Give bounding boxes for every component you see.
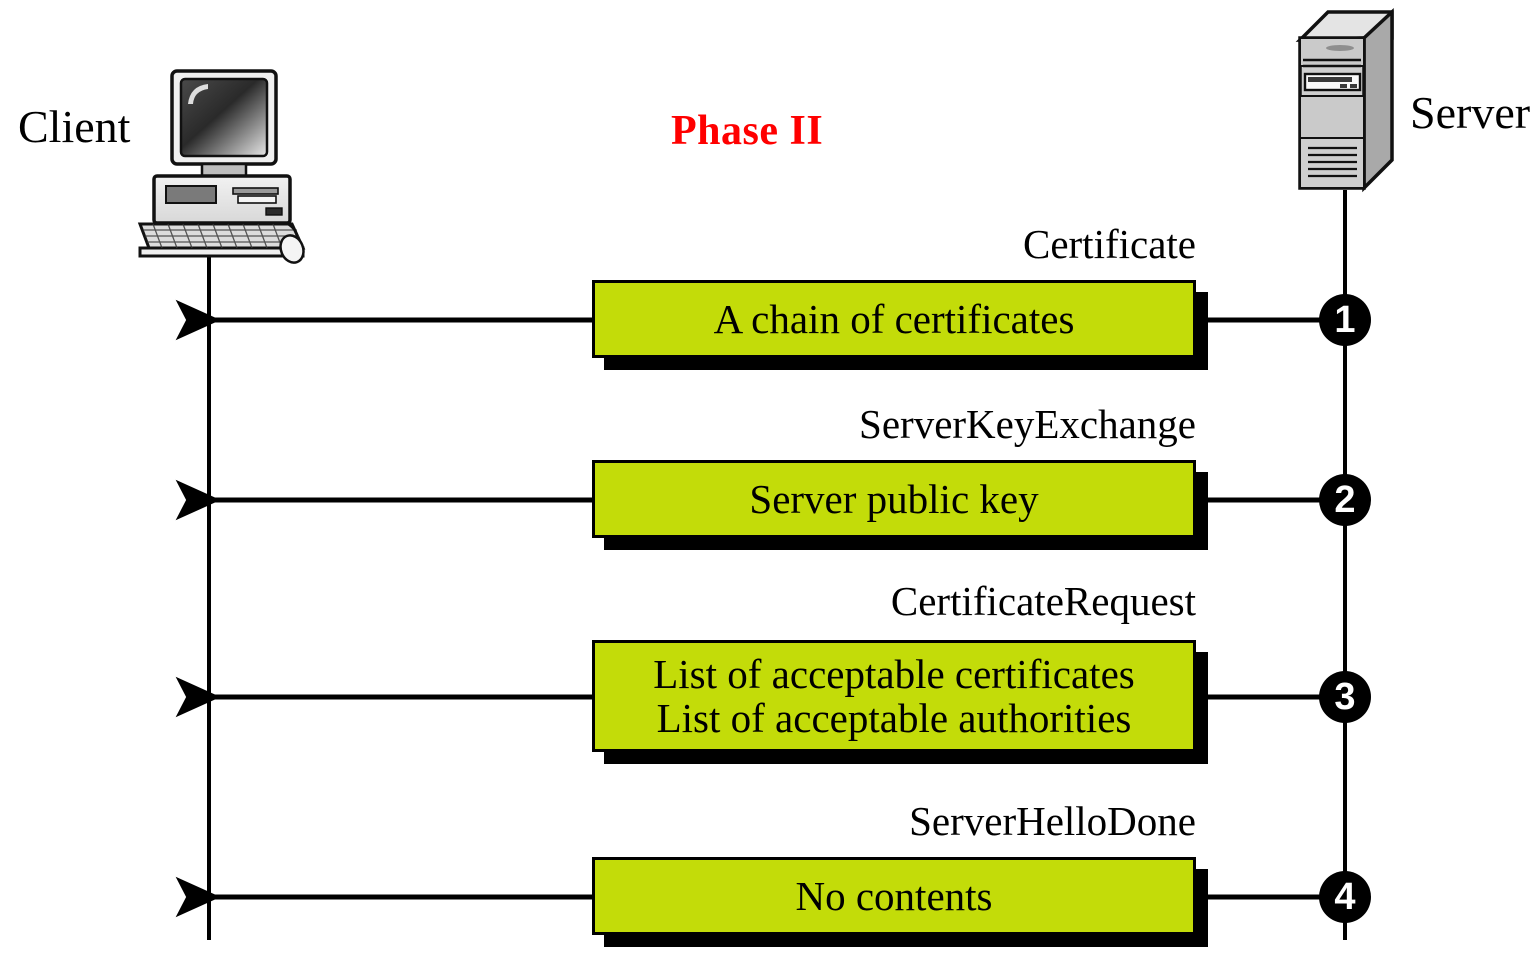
desktop-computer-icon <box>137 69 306 264</box>
step-badge-2: 2 <box>1319 474 1371 526</box>
step-badge-1: 1 <box>1319 294 1371 346</box>
message-box-3[interactable]: List of acceptable certificates List of … <box>592 640 1196 752</box>
message-box-line: Server public key <box>749 475 1039 522</box>
message-label-4: ServerHelloDone <box>909 798 1196 844</box>
server-tower-icon <box>1295 7 1394 193</box>
message-box-line: List of acceptable certificates <box>653 650 1135 697</box>
message-box-line: No contents <box>795 872 993 919</box>
message-box-2[interactable]: Server public key <box>592 460 1196 538</box>
message-label-1: Certificate <box>1022 221 1196 267</box>
message-box-1[interactable]: A chain of certificates <box>592 280 1196 358</box>
step-badge-4: 4 <box>1319 871 1371 923</box>
server-label: Server <box>1410 87 1531 138</box>
message-label-3: CertificateRequest <box>890 578 1196 624</box>
client-label: Client <box>18 101 131 152</box>
step-badge-3: 3 <box>1319 671 1371 723</box>
message-box-line: List of acceptable authorities <box>656 695 1132 741</box>
phase-title: Phase II <box>671 108 824 154</box>
message-label-2: ServerKeyExchange <box>859 401 1196 447</box>
message-box-4[interactable]: No contents <box>592 857 1196 935</box>
message-box-line: A chain of certificates <box>713 295 1075 342</box>
